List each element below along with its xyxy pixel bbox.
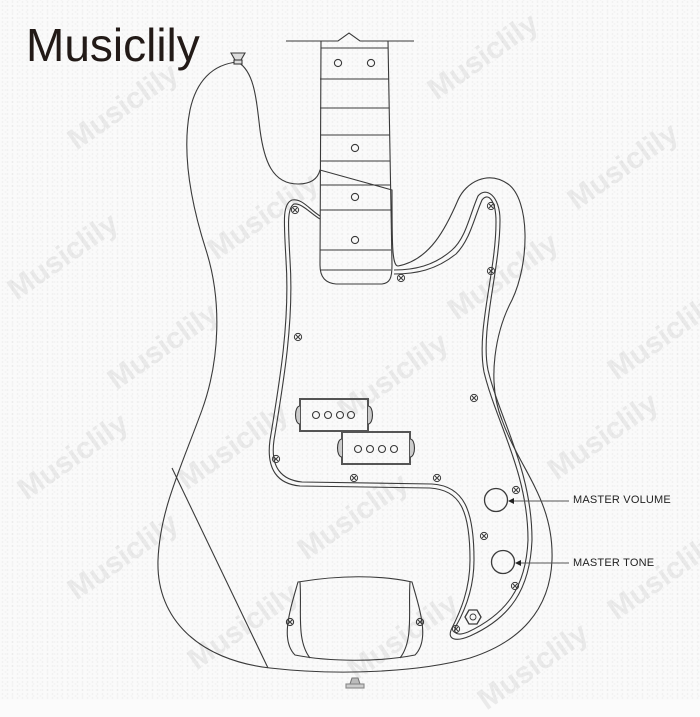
output-jack [464,609,482,625]
master-volume-label: MASTER VOLUME [573,494,671,506]
volume-pointer [508,498,569,504]
brand-logo-text: Musiclily [26,19,200,71]
screw [486,201,496,211]
pickup-neck-half [294,398,374,432]
screw [415,617,425,627]
inlay-dot [366,58,376,68]
screw [349,473,359,483]
body-outline [157,61,553,673]
screw [285,617,295,627]
pickup-bridge-half [336,431,416,465]
screw [510,581,520,591]
volume-knob [483,487,509,513]
screw [511,485,521,495]
screw [290,205,300,215]
bridge-cover [285,576,425,661]
paper-background [0,0,700,700]
screw [469,393,479,403]
inlay-dot [350,143,360,153]
screw [486,266,496,276]
bass-body-diagram [157,32,569,689]
pickguard [268,191,533,640]
screw [396,273,406,283]
master-tone-label: MASTER TONE [573,557,655,569]
screw [479,531,489,541]
screw [451,624,461,634]
screw [293,332,303,342]
pickguard-screws [271,201,521,634]
inlay-dot [333,58,343,68]
screw [432,473,442,483]
strap-button-bottom [345,677,365,689]
inlay-dot [350,235,360,245]
screw [271,454,281,464]
strap-button-top [230,52,246,65]
tone-knob [490,549,516,575]
inlay-dot [350,192,360,202]
tone-pointer [515,560,569,566]
neck [286,32,414,285]
body-contour-line [171,467,269,669]
